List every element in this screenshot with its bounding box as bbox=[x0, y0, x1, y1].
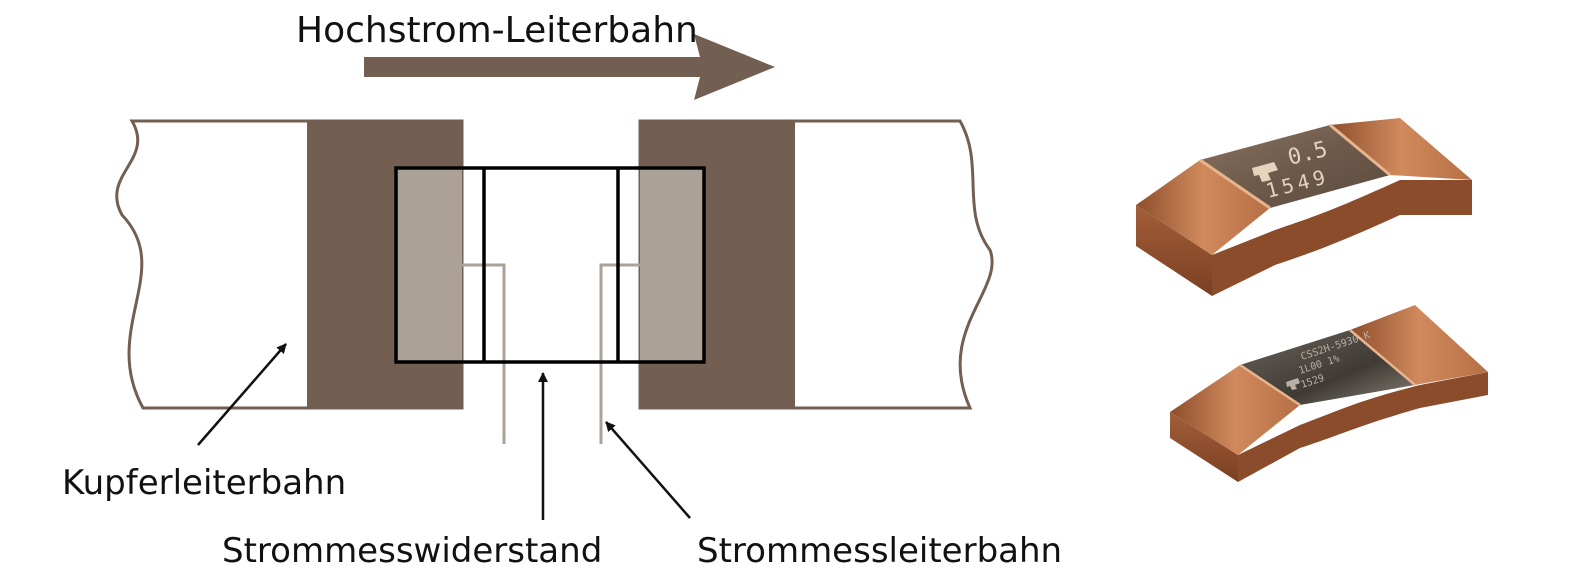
resistor-illustration-top: 0.5 1549 bbox=[1136, 118, 1472, 296]
top-resistor-logo bbox=[1252, 162, 1278, 182]
shunt-resistor-outline bbox=[394, 166, 706, 364]
bottom-resistor-logo bbox=[1286, 378, 1300, 390]
label-shunt-resistor: Strommesswiderstand bbox=[222, 531, 602, 571]
label-current-arrow: Hochstrom-Leiterbahn bbox=[296, 10, 698, 51]
label-copper-trace: Kupferleiterbahn bbox=[62, 463, 346, 503]
resistor-illustration-bottom: CSS2H-5930 K 1L00 1% 1529 bbox=[1170, 305, 1488, 482]
pad-overlap-right bbox=[640, 168, 704, 362]
pointer-sense-trace bbox=[605, 421, 691, 519]
pad-overlap-left bbox=[396, 168, 462, 362]
current-flow-arrow bbox=[364, 34, 775, 100]
label-sense-trace: Strommessleiterbahn bbox=[697, 531, 1062, 571]
current-arrow-shape bbox=[364, 34, 775, 100]
sense-trace-right bbox=[599, 263, 640, 444]
sense-trace-left bbox=[462, 263, 506, 444]
pointer-copper-trace bbox=[197, 343, 287, 446]
